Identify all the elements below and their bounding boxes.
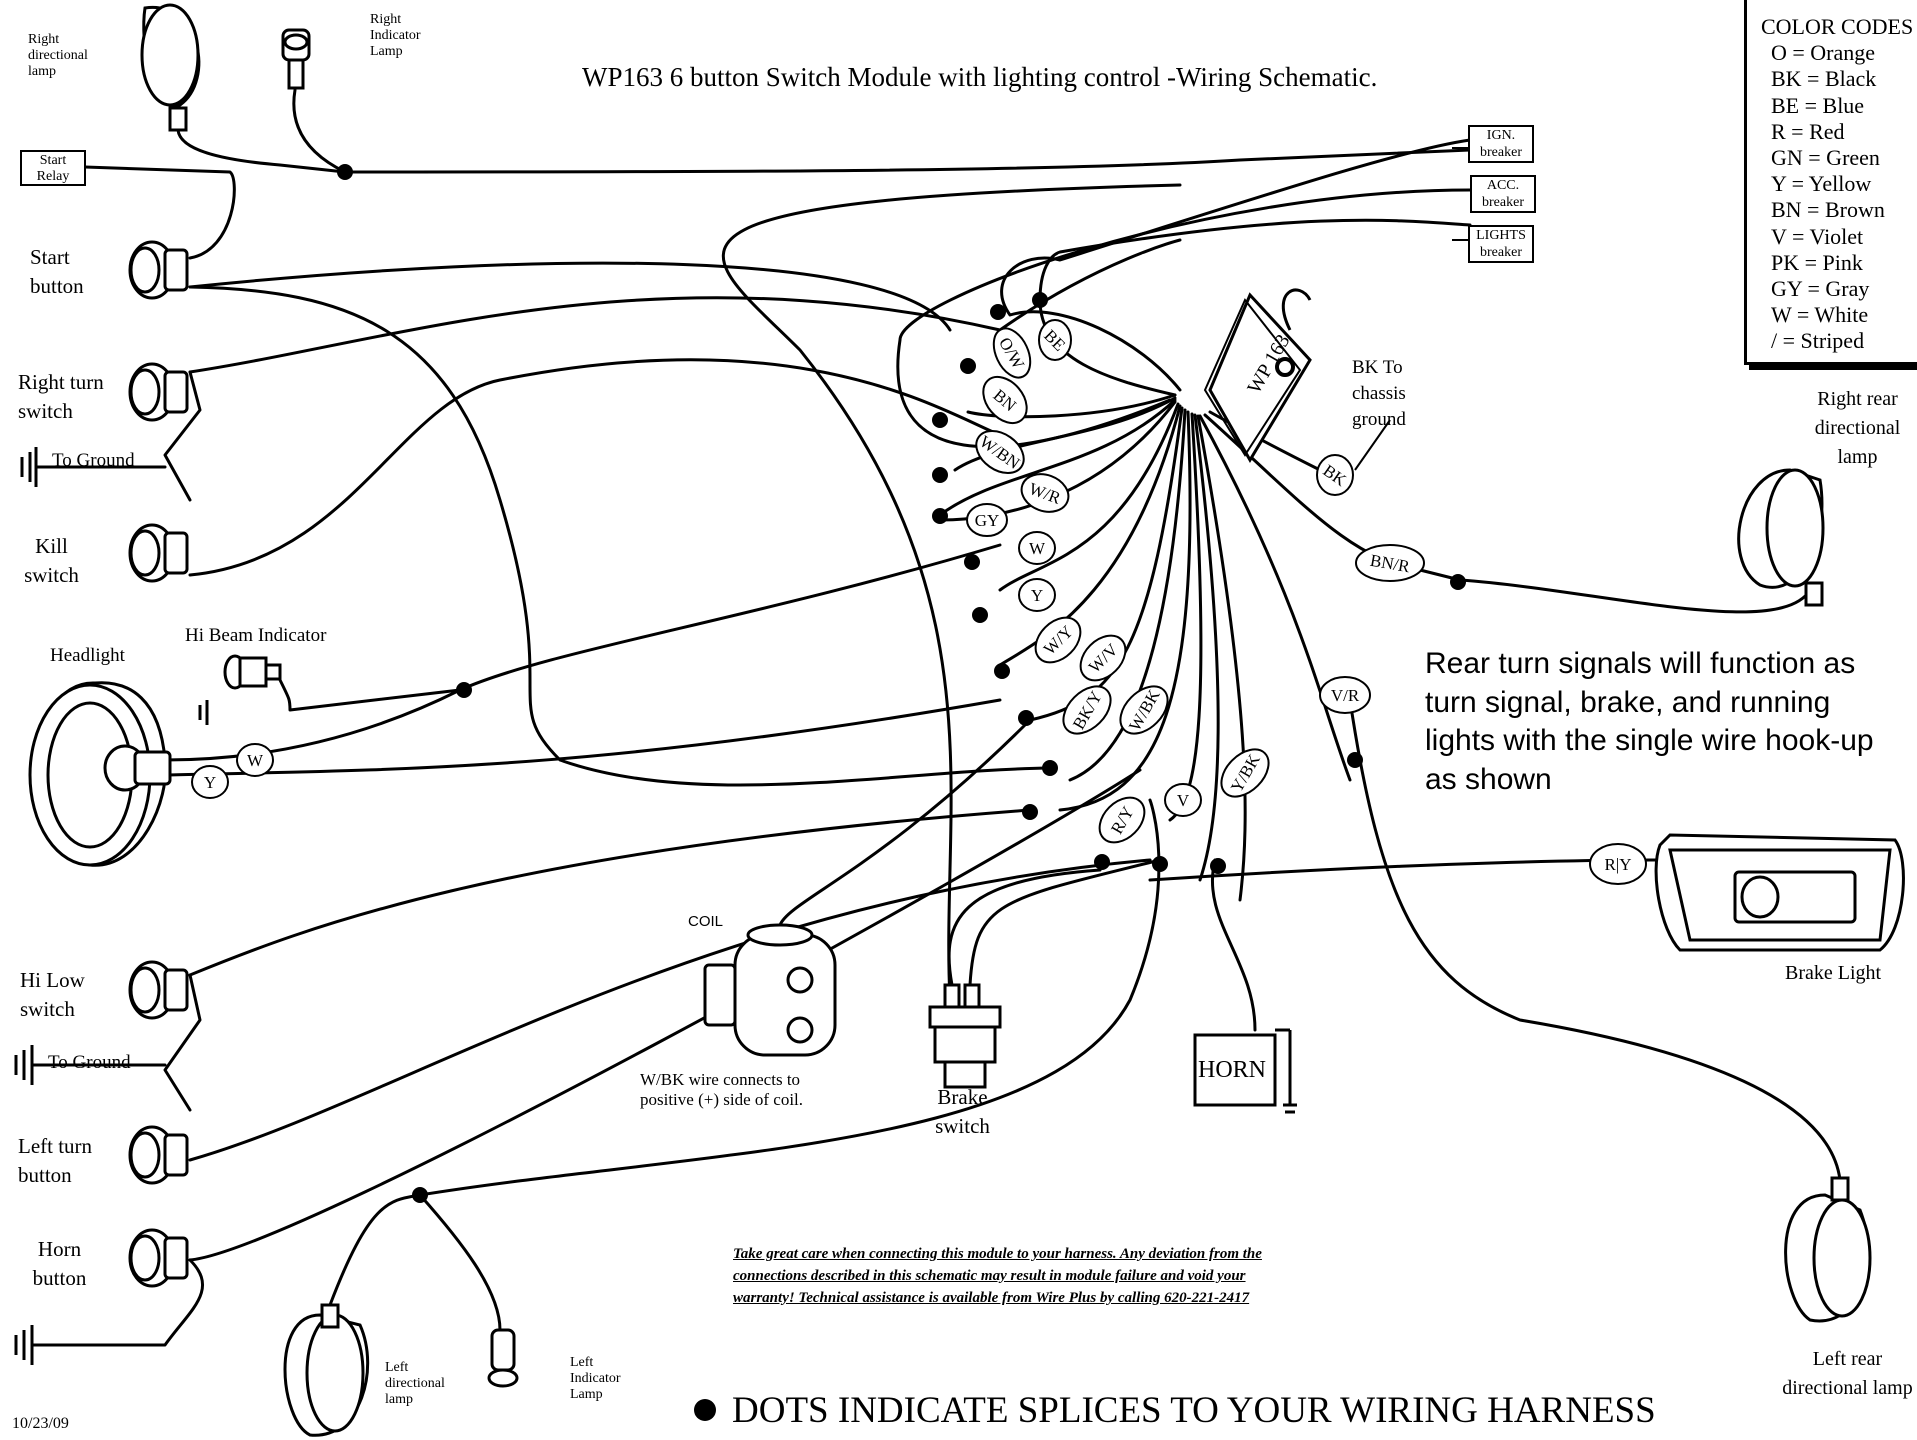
legend-item: O = Orange: [1771, 40, 1876, 66]
bk-chassis-ground-label: BK To chassis ground: [1352, 357, 1406, 430]
right-directional-lamp-shape: [140, 3, 201, 132]
rear-turn-signals-note: Rear turn signals will function as turn …: [1425, 647, 1874, 796]
left-indicator-lamp-shape: [487, 1328, 519, 1388]
start-button-shape: [128, 240, 189, 300]
to-ground-label-1: To Ground: [52, 450, 135, 471]
left-rear-directional-lamp-label: Left rear directional lamp: [1782, 1348, 1913, 1399]
wire-tag-y-headlight: Y: [204, 773, 216, 792]
ign-breaker-box: IGN. breaker: [1468, 125, 1534, 163]
left-turn-button-label: Left turn button: [18, 1134, 93, 1187]
legend-item: V = Violet: [1771, 223, 1864, 249]
kill-switch-label: Kill switch: [24, 534, 79, 587]
wire-tag-y: Y: [1031, 586, 1043, 605]
horn-button-label: Horn button: [32, 1237, 87, 1290]
left-indicator-lamp-label: Left Indicator Lamp: [570, 1355, 621, 1403]
brake-light-label: Brake Light: [1785, 962, 1882, 984]
dots-note: DOTS INDICATE SPLICES TO YOUR WIRING HAR…: [732, 1390, 1656, 1431]
wire-tag-gy: GY: [975, 511, 1000, 530]
legend-item: W = White: [1771, 302, 1869, 328]
legend-item: GY = Gray: [1771, 276, 1870, 302]
left-directional-lamp-label: Left directional lamp: [385, 1360, 445, 1408]
headlight-shape: [28, 681, 172, 867]
legend-item: PK = Pink: [1771, 249, 1863, 275]
diagram-title: WP163 6 button Switch Module with lighti…: [582, 62, 1378, 92]
headlight-label: Headlight: [50, 645, 125, 666]
ign-breaker-label: IGN. breaker: [1480, 128, 1522, 160]
hi-low-switch-label: Hi Low switch: [20, 968, 85, 1021]
legend-heading: COLOR CODES: [1761, 14, 1914, 39]
wire-tag-w-headlight: W: [247, 751, 264, 770]
kill-switch-shape: [128, 523, 189, 583]
brake-light-shape: [1654, 833, 1905, 952]
wire-tag-ry-brake: R|Y: [1604, 855, 1631, 874]
date-label: 10/23/09: [12, 1415, 69, 1432]
legend-item: BN = Brown: [1771, 197, 1885, 223]
right-turn-switch-shape: [128, 362, 189, 422]
splice-dots: [337, 164, 1466, 1203]
ground-symbols: [14, 447, 209, 1365]
warning-note: Take great care when connecting this mod…: [733, 1246, 1262, 1306]
right-indicator-lamp-label: Right Indicator Lamp: [370, 12, 421, 60]
legend-item: BK = Black: [1771, 66, 1877, 92]
dot-legend-icon: [694, 1399, 716, 1421]
wp163-module-shape: [1203, 288, 1312, 463]
wire-tag-w: W: [1029, 539, 1046, 558]
lights-breaker-box: LIGHTS breaker: [1468, 225, 1534, 263]
legend-item: Y = Yellow: [1771, 171, 1872, 197]
legend-item: / = Striped: [1771, 328, 1865, 354]
wire-tag-vr: V/R: [1331, 686, 1360, 705]
wire-tags: [191, 319, 1647, 885]
coil-shape: [703, 923, 837, 1057]
brake-switch-label: Brake switch: [935, 1085, 990, 1138]
coil-note: W/BK wire connects to positive (+) side …: [640, 1070, 804, 1109]
horn-label: HORN: [1198, 1057, 1267, 1083]
wire-tag-v: V: [1177, 791, 1190, 810]
right-turn-switch-label: Right turn switch: [18, 370, 104, 423]
right-rear-lamp-shape: [1737, 468, 1825, 607]
start-button-label: Start button: [30, 245, 84, 298]
acc-breaker-box: ACC. breaker: [1470, 175, 1536, 213]
lamps: [140, 3, 1872, 1437]
left-turn-button-shape: [128, 1125, 189, 1185]
hi-beam-indicator-shape: [223, 654, 282, 690]
start-relay-label: Start Relay: [36, 153, 70, 184]
acc-breaker-label: ACC. breaker: [1482, 178, 1524, 210]
coil-label: COIL: [688, 913, 724, 930]
left-rear-lamp-shape: [1784, 1176, 1872, 1323]
to-ground-label-2: To Ground: [48, 1052, 131, 1073]
horn-shape: [1193, 1028, 1297, 1114]
start-relay-box: Start Relay: [20, 150, 86, 186]
brake-switch-shape: [928, 983, 1002, 1089]
legend-item: GN = Green: [1771, 145, 1880, 171]
legend-item: R = Red: [1771, 118, 1845, 144]
left-directional-lamp-shape: [283, 1303, 370, 1437]
legend-item: BE = Blue: [1771, 92, 1865, 118]
hi-beam-indicator-label: Hi Beam Indicator: [185, 625, 327, 646]
buttons: [128, 240, 189, 1288]
hi-low-switch-shape: [128, 960, 189, 1020]
lights-breaker-label: LIGHTS breaker: [1476, 228, 1526, 260]
horn-button-shape: [128, 1228, 189, 1288]
right-rear-directional-lamp-label: Right rear directional lamp: [1814, 388, 1901, 468]
right-directional-lamp-label: Right directional lamp: [28, 32, 88, 80]
color-codes-legend: COLOR CODES O = Orange BK = Black BE = B…: [1744, 0, 1917, 365]
right-indicator-lamp-shape: [281, 28, 311, 90]
breaker-leads: [1354, 147, 1470, 471]
